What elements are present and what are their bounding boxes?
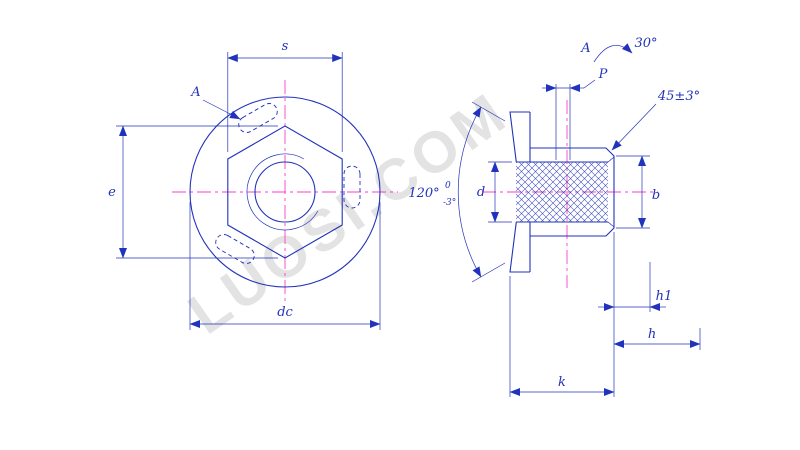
bore-chamfer-lines	[607, 156, 615, 228]
angle-120-lower-tol: -3°	[443, 198, 456, 208]
dimension-h: h	[613, 327, 701, 350]
dim-s-label: s	[282, 39, 289, 54]
serration-mark-bottom-left	[215, 234, 255, 264]
section-view: 120° 0 -3° P A 30° 45±3° d	[408, 36, 701, 397]
chamfer-callout: 45±3°	[611, 89, 700, 151]
front-a-callout: A	[190, 85, 241, 120]
dim-d-label: d	[477, 185, 485, 200]
chamfer-leader	[611, 103, 657, 151]
dim-dc-label: dc	[277, 305, 293, 320]
a-leader-line	[202, 99, 241, 120]
front-view: s e dc A	[108, 39, 398, 330]
dimension-dc: dc	[189, 202, 381, 330]
bore-lines	[516, 161, 608, 223]
thread-hatch	[516, 162, 608, 222]
dim-e-label: e	[108, 185, 116, 200]
dimension-d: d	[477, 161, 512, 223]
serration-mark-right	[343, 165, 361, 209]
section-a-label: A	[580, 41, 590, 56]
dimension-k: k	[509, 232, 615, 397]
watermark-text: LUOSI.COM	[177, 79, 520, 347]
angle-120-label: 120°	[408, 186, 439, 201]
angle-30-label: 30°	[634, 36, 657, 51]
front-a-label: A	[190, 85, 200, 100]
dimension-s: s	[227, 39, 343, 152]
thread-major-arc	[246, 153, 319, 231]
thread-minor-circle	[254, 161, 316, 223]
dim-b-label: b	[652, 188, 660, 203]
nut-body-profile	[530, 147, 615, 237]
dimension-b: b	[616, 155, 660, 229]
threaded-bore	[516, 156, 615, 228]
a-30-arc	[593, 43, 633, 63]
cone-angle-dimension: 120° 0 -3°	[408, 101, 506, 283]
chamfer-label: 45±3°	[657, 89, 700, 104]
dim-h1-label: h1	[656, 289, 673, 304]
dim-k-label: k	[558, 375, 566, 390]
dim-p-label: P	[598, 67, 608, 82]
dimension-h1: h1	[598, 262, 672, 312]
hexagon-outline	[227, 125, 343, 259]
flange-circle	[189, 96, 381, 288]
dimension-p: P	[542, 67, 608, 160]
dim-h-label: h	[648, 327, 656, 342]
angle-120-upper-tol: 0	[445, 181, 451, 191]
a-30-callout: A 30°	[580, 36, 658, 63]
flange-profile	[509, 111, 531, 273]
dimension-e: e	[108, 125, 278, 259]
serration-mark-top-left	[238, 103, 278, 133]
